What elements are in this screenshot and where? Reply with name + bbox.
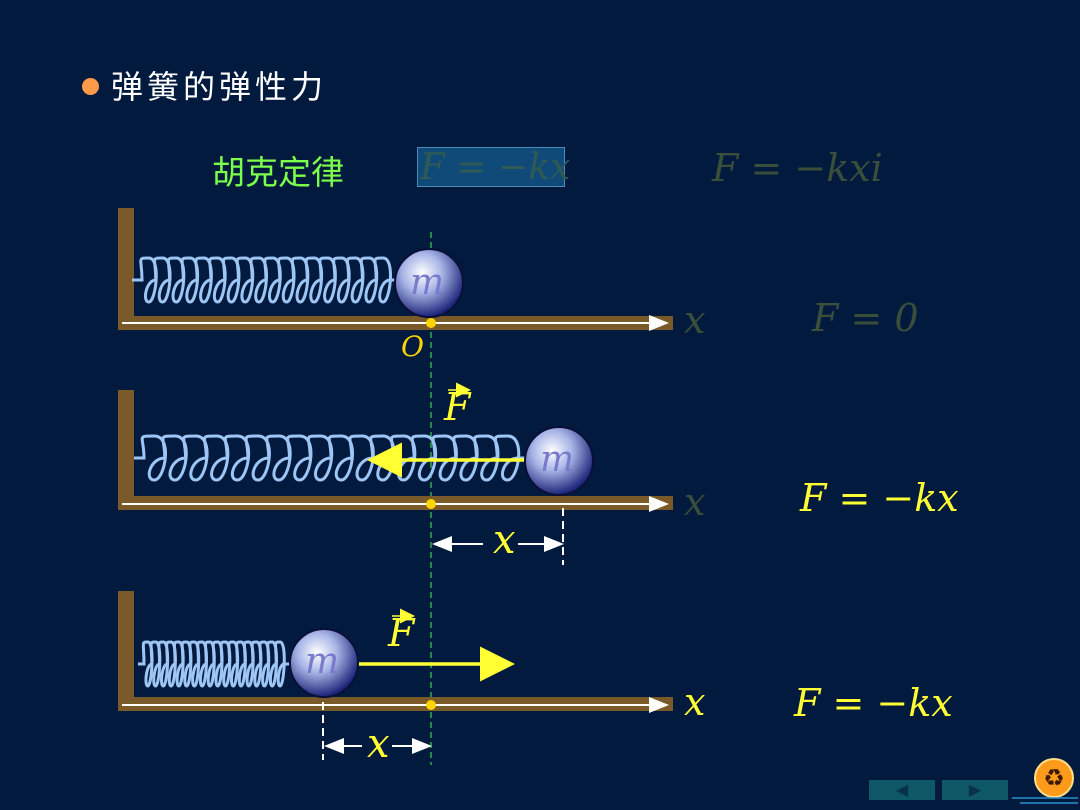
axis-label-1: x (684, 298, 706, 342)
mass-label-2: m (540, 439, 575, 480)
wall-2 (118, 390, 134, 510)
displacement-label-3: x (367, 721, 390, 767)
origin-dot-1 (426, 318, 436, 328)
right-arrow-icon: ▶ (968, 780, 982, 799)
force-label-2: F (444, 385, 471, 429)
mass-3 (289, 628, 359, 698)
origin-dot-2 (426, 499, 436, 509)
spring-3 (138, 640, 290, 688)
mass-1 (394, 248, 464, 318)
left-arrow-icon: ◀ (895, 780, 909, 799)
wall-1 (118, 208, 134, 330)
mass-2 (524, 426, 594, 496)
bullet-icon (82, 77, 99, 95)
mass-label-3: m (305, 641, 340, 682)
spring-2 (134, 434, 528, 482)
slide-title: 弹簧的弹性力 (82, 62, 327, 108)
recycle-logo-icon[interactable]: ♻ (1034, 758, 1074, 798)
displacement-label-2: x (493, 517, 516, 563)
origin-dot-3 (426, 700, 436, 710)
axis-label-2: x (684, 480, 706, 524)
prev-slide-button[interactable]: ◀ (869, 780, 935, 800)
origin-label: O (401, 330, 424, 363)
boxed-equation: F = −kx (417, 147, 570, 188)
equation-stretched: F = −kx (800, 476, 959, 520)
force-label-3: F (388, 611, 415, 655)
hooke-law-label: 胡克定律 (212, 153, 344, 192)
equation-compressed: F = −kx (794, 681, 953, 725)
axis-label-3: x (684, 680, 706, 724)
mass-label-1: m (410, 262, 445, 303)
equation-rest: F = 0 (812, 296, 919, 340)
next-slide-button[interactable]: ▶ (942, 780, 1008, 800)
wall-3 (118, 591, 134, 711)
spring-1 (132, 256, 400, 304)
vector-equation: F = −kxi (712, 146, 883, 190)
